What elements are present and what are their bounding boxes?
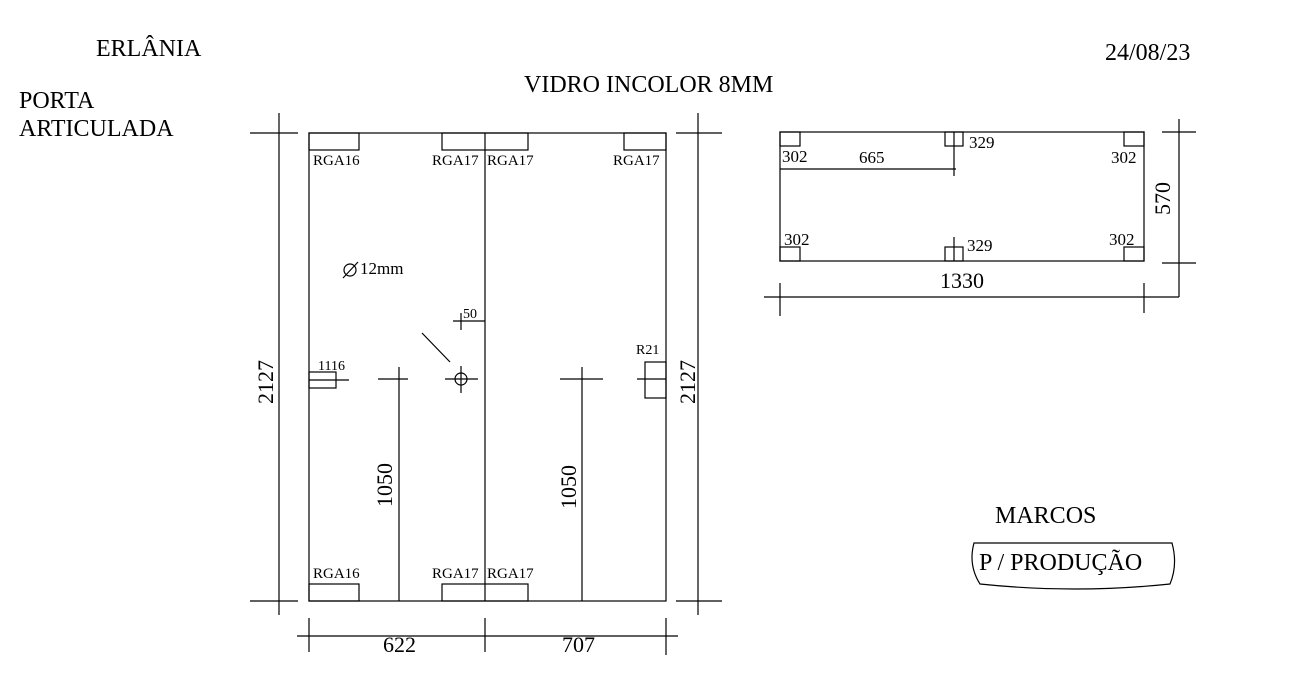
leader-line (421, 332, 451, 363)
material-title: VIDRO INCOLOR 8MM (524, 72, 774, 98)
panel-width-label: 1330 (940, 268, 984, 293)
fitting-box (308, 132, 360, 151)
lock-label: 1116 (318, 359, 345, 374)
panel-outline (779, 131, 1145, 262)
corner-box (779, 131, 801, 147)
corner-label: 302 (1109, 230, 1135, 249)
fitting-label: RGA16 (313, 153, 360, 169)
fitting-label: RGA16 (313, 566, 360, 582)
half-label: 665 (859, 148, 885, 167)
hinge-box (644, 361, 667, 399)
stamp-outline (971, 542, 1176, 590)
height-left-label: 2127 (253, 360, 278, 404)
fitting-label: RGA17 (613, 153, 660, 169)
hinge-label: R21 (636, 343, 659, 358)
hole-offset-label: 50 (463, 307, 477, 322)
width-right-label: 707 (562, 632, 595, 657)
date-label: 24/08/23 (1105, 40, 1191, 66)
corner-label: 302 (784, 230, 810, 249)
corner-box (1123, 131, 1145, 147)
center-label: 329 (967, 236, 993, 255)
production-stamp: P / PRODUÇÃO (979, 550, 1143, 576)
product-line-1: PORTA (19, 88, 95, 114)
diameter-icon (343, 263, 357, 277)
fitting-label: RGA17 (432, 566, 479, 582)
corner-box (1123, 246, 1145, 262)
product-line-2: ARTICULADA (19, 116, 174, 142)
fitting-label: RGA17 (487, 153, 534, 169)
diameter-icon (342, 261, 359, 279)
width-left-label: 622 (383, 632, 416, 657)
corner-label: 302 (1111, 148, 1137, 167)
fitting-box (623, 132, 667, 151)
fitting-box (441, 583, 529, 602)
author-name: MARCOS (995, 503, 1097, 529)
fitting-box (308, 583, 360, 602)
panel-height-label: 570 (1150, 182, 1175, 215)
corner-label: 302 (782, 147, 808, 166)
door-outline (308, 132, 667, 602)
fitting-label: RGA17 (432, 153, 479, 169)
corner-box (779, 246, 801, 262)
fitting-box (441, 132, 529, 151)
client-name: ERLÂNIA (96, 36, 202, 62)
hole-diameter-label: 12mm (360, 259, 403, 278)
fitting-label: RGA17 (487, 566, 534, 582)
panel-drawing: 302 302 302 302 665 329 329 1330 570 (764, 119, 1196, 316)
handle-height-left-label: 1050 (372, 463, 397, 507)
door-drawing: RGA16 RGA17 RGA17 RGA17 RGA16 RGA17 RGA1… (250, 113, 722, 657)
handle-height-right-label: 1050 (556, 465, 581, 509)
height-right-label: 2127 (675, 360, 700, 404)
center-label: 329 (969, 133, 995, 152)
